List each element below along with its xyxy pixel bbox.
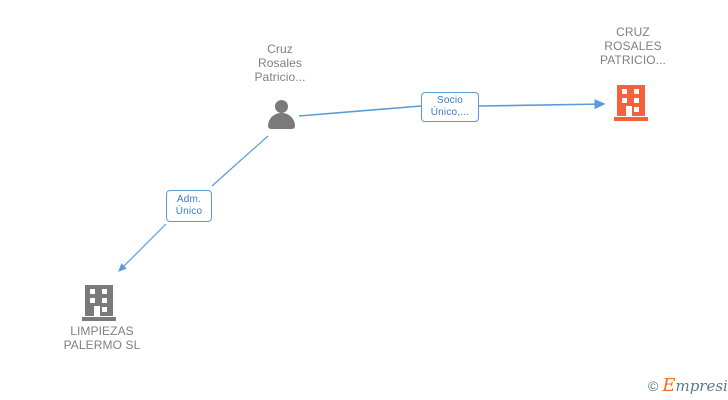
person-icon-head — [275, 100, 288, 113]
edge-label-adm-unico[interactable]: Adm. Único — [166, 190, 212, 222]
building-window — [634, 89, 639, 94]
person-icon-body — [268, 113, 295, 129]
building-base — [614, 117, 648, 121]
company-right-node-label: CRUZ ROSALES PATRICIO... — [600, 25, 666, 67]
building-base — [82, 317, 116, 321]
brand-logo: Empresia — [662, 375, 728, 396]
building-window — [634, 98, 639, 103]
building-window — [102, 298, 107, 303]
edge-adm-unico — [118, 135, 269, 272]
edge-label-socio-unico[interactable]: Socio Único,... — [421, 92, 479, 122]
building-window — [622, 98, 627, 103]
building-door — [626, 106, 632, 116]
building-window — [90, 298, 95, 303]
copyright-icon: © — [648, 378, 659, 394]
brand-rest: mpresia — [675, 377, 728, 395]
edge-socio-unico — [298, 99, 606, 117]
building-icon-company-left[interactable] — [82, 285, 116, 321]
building-icon-company-right[interactable] — [614, 85, 648, 121]
building-window — [90, 289, 95, 294]
brand-initial: E — [662, 375, 676, 396]
building-window — [102, 307, 107, 312]
company-left-node-label: LIMPIEZAS PALERMO SL — [63, 324, 141, 352]
watermark: © Empresia — [648, 376, 728, 396]
person-icon[interactable] — [266, 100, 296, 130]
person-node-label: Cruz Rosales Patricio... — [254, 42, 306, 84]
building-window — [102, 289, 107, 294]
building-door — [94, 306, 100, 316]
building-window — [634, 107, 639, 112]
building-window — [622, 89, 627, 94]
